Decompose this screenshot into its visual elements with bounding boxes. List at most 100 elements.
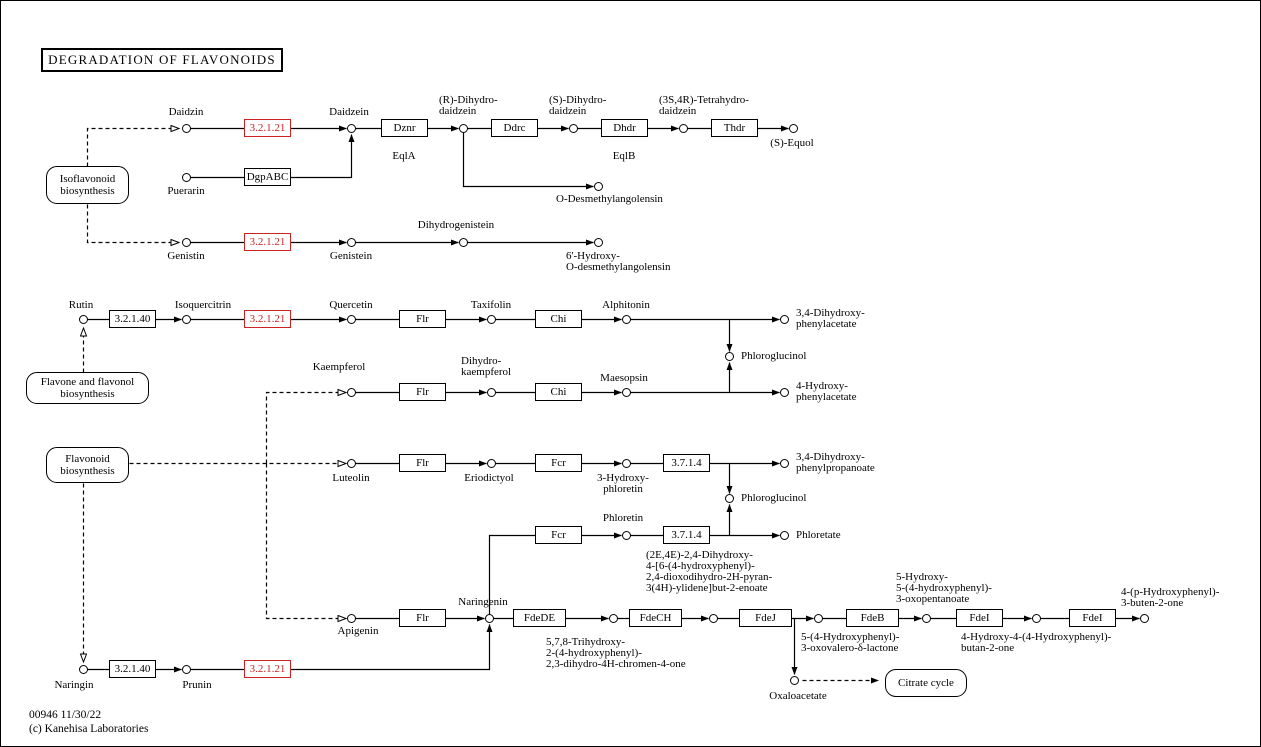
enzyme-box-dhdr[interactable]: Dhdr: [601, 119, 648, 137]
compound-circle-3-4-dihydroxyphenylacetate[interactable]: [779, 314, 789, 324]
enzyme-box-dgpabc[interactable]: DgpABC: [244, 168, 291, 186]
compound-circle-alphitonin[interactable]: [621, 314, 631, 324]
compound-circle-isoquercitrin[interactable]: [181, 314, 191, 324]
compound-circle-oxaloacetate[interactable]: [789, 675, 799, 685]
compound-label: Luteolin: [332, 472, 370, 484]
compound-label: 5,7,8-Trihydroxy- 2-(4-hydroxyphenyl)- 2…: [546, 636, 686, 670]
enzyme-box-3-2-1-21[interactable]: 3.2.1.21: [244, 310, 291, 328]
compound-circle-prunin[interactable]: [181, 664, 191, 674]
copyright-notice: (c) Kanehisa Laboratories: [29, 723, 149, 735]
compound-circle-3s-4r-tetrahydrodaidzein[interactable]: [678, 123, 688, 133]
compound-circle-5-7-8-trihydroxy-2-4-hydroxyphenyl-2-3-dihydro-4h-chromen-4-one[interactable]: [608, 613, 618, 623]
compound-circle-luteolin[interactable]: [346, 458, 356, 468]
compound-circle-phloretate[interactable]: [779, 530, 789, 540]
compound-circle-s-equol[interactable]: [788, 123, 798, 133]
enzyme-box-flr[interactable]: Flr: [399, 454, 446, 472]
compound-circle-5-4-hydroxyphenyl-3-oxovalero-lactone[interactable]: [813, 613, 823, 623]
compound-label: Puerarin: [167, 185, 205, 197]
enzyme-box-fdei[interactable]: FdeI: [1069, 609, 1116, 627]
compound-circle-maesopsin[interactable]: [621, 387, 631, 397]
compound-circle-4-hydroxy-4-4-hydroxyphenyl-butan-2-one[interactable]: [1031, 613, 1041, 623]
enzyme-box-chi[interactable]: Chi: [535, 383, 582, 401]
compound-label: 3,4-Dihydroxy- phenylacetate: [796, 307, 865, 330]
enzyme-box-fdej[interactable]: FdeJ: [739, 609, 792, 627]
compound-circle-phloroglucinol[interactable]: [724, 493, 734, 503]
compound-circle-naringin[interactable]: [78, 664, 88, 674]
compound-label: Phloretate: [796, 529, 841, 541]
compound-circle-apigenin[interactable]: [346, 613, 356, 623]
enzyme-box-flr[interactable]: Flr: [399, 310, 446, 328]
map-id-and-date: 00946 11/30/22: [29, 709, 102, 721]
compound-circle-dihydrogenistein[interactable]: [458, 237, 468, 247]
compound-label: Oxaloacetate: [769, 690, 827, 702]
compound-circle-3-hydroxyphloretin[interactable]: [621, 458, 631, 468]
compound-label: 4-Hydroxy- phenylacetate: [796, 380, 857, 403]
compound-circle-quercetin[interactable]: [346, 314, 356, 324]
compound-label: (S)-Equol: [770, 137, 814, 149]
enzyme-box-chi[interactable]: Chi: [535, 310, 582, 328]
enzyme-box-thdr[interactable]: Thdr: [711, 119, 758, 137]
compound-label: Naringin: [54, 679, 94, 691]
compound-circle-daidzin[interactable]: [181, 123, 191, 133]
compound-circle-4-p-hydroxyphenyl-3-buten-2-one[interactable]: [1139, 613, 1149, 623]
enzyme-box-fcr[interactable]: Fcr: [535, 526, 582, 544]
compound-circle-6-hydroxy-o-desmethylangolensin[interactable]: [593, 237, 603, 247]
compound-circle-phloretin[interactable]: [621, 530, 631, 540]
compound-circle-daidzein[interactable]: [346, 123, 356, 133]
compound-circle-s-dihydrodaidzein[interactable]: [568, 123, 578, 133]
compound-label: 5-(4-Hydroxyphenyl)- 3-oxovalero-δ-lacto…: [801, 631, 900, 654]
pathway-link-flavonoid-biosynthesis[interactable]: Flavonoid biosynthesis: [46, 447, 129, 483]
enzyme-box-dznr[interactable]: Dznr: [381, 119, 428, 137]
enzyme-box-3-2-1-40[interactable]: 3.2.1.40: [109, 310, 156, 328]
enzyme-box-fcr[interactable]: Fcr: [535, 454, 582, 472]
compound-circle-dihydrokaempferol[interactable]: [486, 387, 496, 397]
compound-label: Isoquercitrin: [174, 299, 232, 311]
compound-circle-phloroglucinol[interactable]: [724, 351, 734, 361]
enzyme-box-3-7-1-4[interactable]: 3.7.1.4: [663, 526, 710, 544]
enzyme-box-3-2-1-21[interactable]: 3.2.1.21: [244, 233, 291, 251]
enzyme-box-ddrc[interactable]: Ddrc: [491, 119, 538, 137]
compound-label: Daidzein: [329, 106, 369, 118]
compound-label: Alphitonin: [602, 299, 650, 311]
compound-circle-naringenin[interactable]: [484, 613, 494, 623]
compound-label: Genistin: [167, 250, 205, 262]
compound-circle-rutin[interactable]: [78, 314, 88, 324]
enzyme-box-3-7-1-4[interactable]: 3.7.1.4: [663, 454, 710, 472]
enzyme-box-fdede[interactable]: FdeDE: [513, 609, 566, 627]
compound-circle-kaempferol[interactable]: [346, 387, 356, 397]
pathway-link-flavone-and-flavonol-biosynthesis[interactable]: Flavone and flavonol biosynthesis: [26, 372, 149, 404]
pathway-title-box: DEGRADATION OF FLAVONOIDS: [41, 48, 283, 72]
compound-circle-r-dihydrodaidzein[interactable]: [458, 123, 468, 133]
enzyme-box-fdeb[interactable]: FdeB: [846, 609, 899, 627]
compound-label: (S)-Dihydro- daidzein: [549, 94, 607, 117]
compound-circle-taxifolin[interactable]: [486, 314, 496, 324]
compound-circle-3-4-dihydroxyphenylpropanoate[interactable]: [779, 458, 789, 468]
compound-circle-o-desmethylangolensin[interactable]: [593, 181, 603, 191]
enzyme-box-3-2-1-40[interactable]: 3.2.1.40: [109, 660, 156, 678]
compound-circle-4-hydroxyphenylacetate[interactable]: [779, 387, 789, 397]
pathway-link-citrate-cycle[interactable]: Citrate cycle: [885, 669, 967, 697]
compound-label: Kaempferol: [312, 361, 366, 373]
enzyme-box-fdech[interactable]: FdeCH: [629, 609, 682, 627]
compound-label: (3S,4R)-Tetrahydro- daidzein: [659, 94, 749, 117]
compound-label: 3-Hydroxy- phloretin: [597, 472, 649, 495]
enzyme-box-flr[interactable]: Flr: [399, 609, 446, 627]
enzyme-box-fdei[interactable]: FdeI: [956, 609, 1003, 627]
enzyme-box-flr[interactable]: Flr: [399, 383, 446, 401]
compound-label: Taxifolin: [470, 299, 512, 311]
compound-label: 5-Hydroxy- 5-(4-hydroxyphenyl)- 3-oxopen…: [896, 571, 992, 605]
compound-label: Phloroglucinol: [741, 492, 807, 504]
pathway-link-isoflavonoid-biosynthesis[interactable]: Isoflavonoid biosynthesis: [46, 166, 129, 204]
compound-label: Dihydrogenistein: [417, 219, 495, 231]
compound-label: 4-(p-Hydroxyphenyl)- 3-buten-2-one: [1121, 586, 1220, 609]
compound-label: (R)-Dihydro- daidzein: [439, 94, 498, 117]
enzyme-box-3-2-1-21[interactable]: 3.2.1.21: [244, 660, 291, 678]
compound-circle-genistein[interactable]: [346, 237, 356, 247]
compound-circle-5-hydroxy-5-4-hydroxyphenyl-3-oxopentanoate[interactable]: [921, 613, 931, 623]
compound-circle-2e-4e-2-4-dihydroxy-4-6-4-hydroxyphenyl-2-4-dioxodihydro-2h-pyran-3-4h-ylidene-but-2-enoate[interactable]: [708, 613, 718, 623]
compound-circle-genistin[interactable]: [181, 237, 191, 247]
compound-circle-eriodictyol[interactable]: [486, 458, 496, 468]
enzyme-box-3-2-1-21[interactable]: 3.2.1.21: [244, 119, 291, 137]
compound-circle-puerarin[interactable]: [181, 172, 191, 182]
